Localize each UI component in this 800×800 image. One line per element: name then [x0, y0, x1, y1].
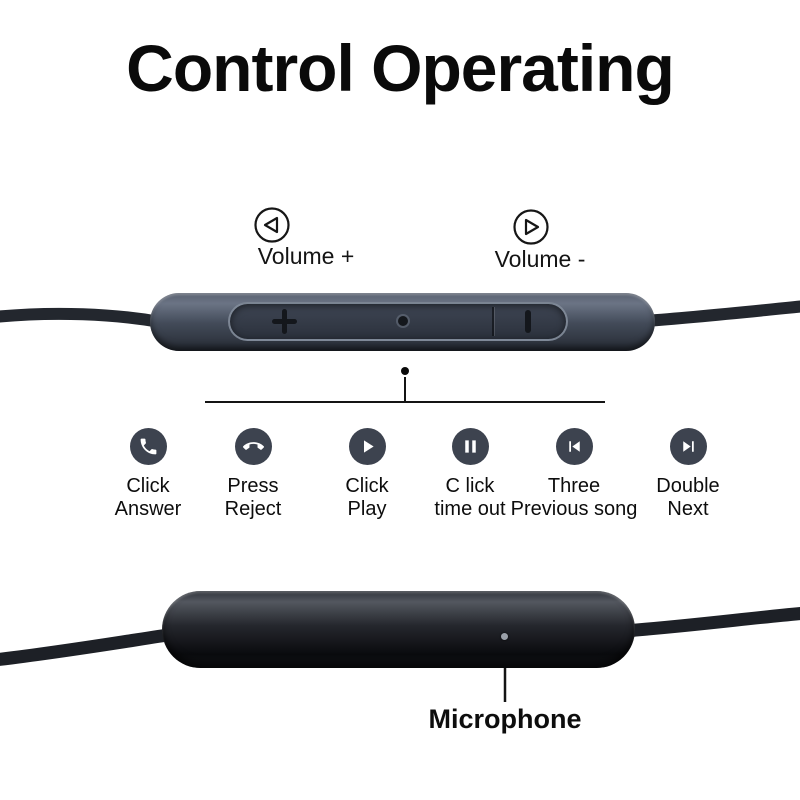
reject-call-badge: [234, 428, 272, 465]
plus-button-icon: [282, 309, 287, 334]
pause-badge: [451, 428, 489, 465]
microphone-hole: [501, 633, 508, 640]
callout-dot: [401, 367, 409, 375]
remote-cable-left: [0, 307, 166, 328]
function-label-line2: Previous song: [510, 498, 638, 520]
function-label-line2: Answer: [114, 498, 182, 520]
mic-cable-right: [617, 607, 800, 638]
inline-remote-control: [150, 293, 655, 351]
next-track-icon: [682, 441, 694, 452]
volume-minus-label: Volume -: [494, 246, 586, 272]
center-button-icon: [398, 316, 408, 326]
volume-minus-direction-icon: [512, 208, 550, 246]
function-label-line1: C lick: [445, 475, 495, 497]
previous-track-icon: [568, 441, 580, 452]
function-label-line2: Play: [347, 498, 387, 520]
function-label-line2: Reject: [224, 498, 282, 520]
phone-answer-icon: [140, 438, 156, 455]
function-label-line2: time out: [434, 498, 506, 520]
function-label: Three Previous song: [511, 475, 638, 521]
callout-bracket-line: [205, 377, 605, 403]
function-label: Press Reject: [225, 475, 282, 521]
play-badge: [348, 428, 386, 465]
mic-cable-left: [0, 627, 181, 666]
next-track-badge: [669, 428, 707, 465]
function-item-pause: C lick time out: [400, 428, 540, 521]
function-item-previous: Three Previous song: [504, 428, 644, 521]
function-item-play: Click Play: [297, 428, 437, 521]
play-icon: [363, 440, 374, 453]
function-label: Click Play: [345, 475, 388, 521]
minus-button-icon: [525, 310, 531, 333]
function-label-line1: Double: [656, 475, 720, 497]
function-label-line1: Three: [547, 475, 601, 497]
panel-divider: [492, 307, 494, 336]
function-label: C lick time out: [434, 475, 505, 521]
function-label-line1: Click: [126, 475, 170, 497]
function-item-next: Double Next: [618, 428, 758, 521]
remote-button-panel: [228, 302, 568, 341]
triangle-right-outline-icon: [513, 209, 549, 245]
microphone-label: Microphone: [428, 704, 582, 734]
pause-icon: [464, 440, 476, 453]
function-item-reject: Press Reject: [183, 428, 323, 521]
triangle-left-outline-icon: [254, 207, 290, 243]
volume-plus-direction-icon: [253, 206, 291, 244]
remote-cable-right: [639, 300, 800, 327]
function-label: Click Answer: [115, 475, 182, 521]
function-label-line1: Press: [227, 475, 279, 497]
function-label: Double Next: [656, 475, 719, 521]
answer-call-badge: [129, 428, 167, 465]
phone-reject-icon: [242, 442, 264, 450]
volume-plus-label: Volume +: [257, 243, 355, 269]
microphone-module: [162, 591, 635, 668]
previous-track-badge: [555, 428, 593, 465]
function-label-line2: Next: [667, 498, 709, 520]
function-label-line1: Click: [345, 475, 389, 497]
function-item-answer: Click Answer: [78, 428, 218, 521]
page-title: Control Operating: [126, 31, 675, 105]
